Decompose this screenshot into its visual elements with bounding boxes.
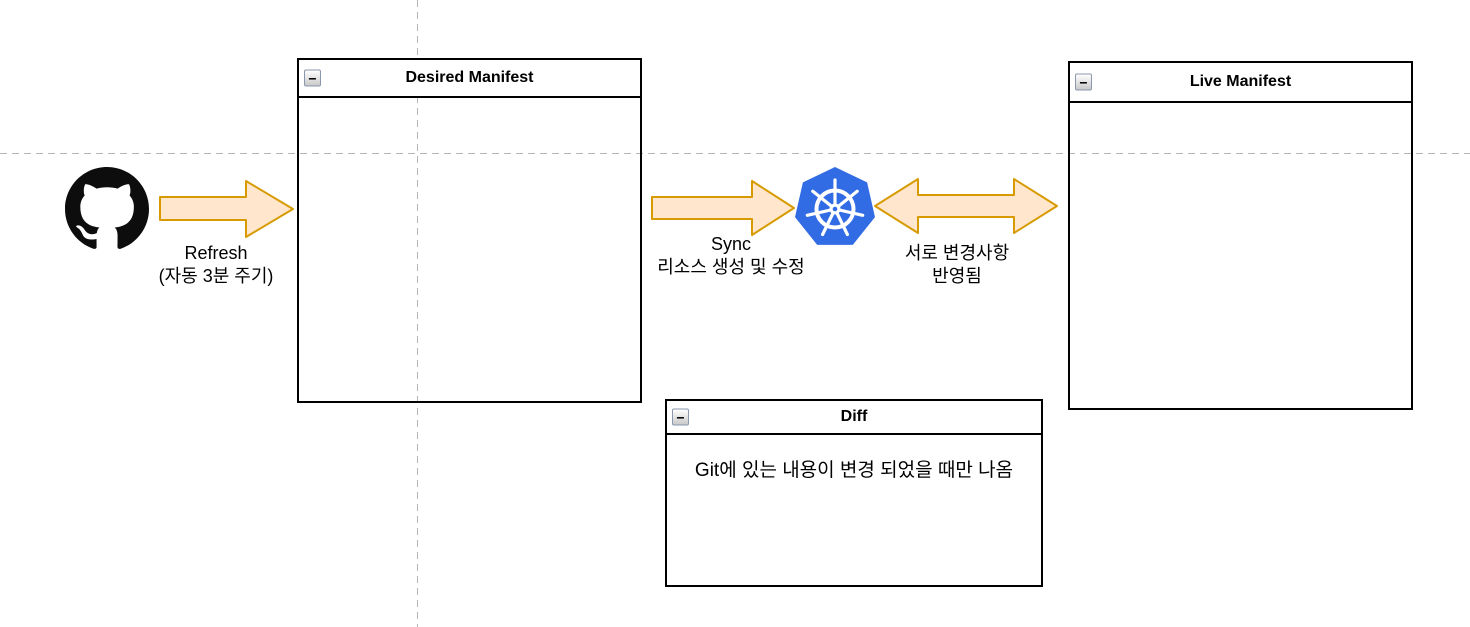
refresh-arrow[interactable] (159, 180, 294, 238)
desired-manifest-header[interactable]: − Desired Manifest (299, 60, 640, 98)
diff-title: Diff (840, 408, 868, 425)
desired-manifest-container[interactable]: − Desired Manifest (297, 58, 642, 403)
diff-note-text: Git에 있는 내용이 변경 되었을 때만 나옴 (694, 460, 1014, 481)
sync-arrow[interactable] (651, 180, 795, 236)
mutual-label-line2: 반영됨 (932, 266, 982, 286)
diff-container[interactable]: − Diff Git에 있는 내용이 변경 되었을 때만 나옴 (665, 399, 1043, 587)
desired-manifest-title: Desired Manifest (405, 69, 534, 86)
live-manifest-title: Live Manifest (1189, 73, 1292, 90)
live-manifest-header[interactable]: − Live Manifest (1070, 63, 1411, 103)
bidirectional-arrow[interactable] (874, 178, 1058, 234)
kubernetes-icon[interactable] (792, 167, 878, 249)
page-guide-horizontal (0, 153, 1470, 154)
live-manifest-container[interactable]: − Live Manifest (1068, 61, 1413, 410)
refresh-label-line2: (자동 3분 주기) (158, 266, 274, 286)
collapse-icon[interactable]: − (304, 69, 321, 87)
collapse-icon[interactable]: − (672, 408, 689, 426)
github-icon[interactable] (65, 167, 149, 251)
sync-label-line2: 리소스 생성 및 수정 (657, 257, 805, 277)
collapse-icon[interactable]: − (1075, 73, 1092, 91)
sync-label-line1: Sync (710, 234, 752, 254)
mutual-label-line1: 서로 변경사항 (904, 243, 1010, 263)
refresh-label-line1: Refresh (184, 243, 248, 263)
page-guide-vertical (417, 0, 418, 627)
sync-arrow-label[interactable]: Sync 리소스 생성 및 수정 (625, 233, 837, 279)
diff-header[interactable]: − Diff (667, 401, 1041, 435)
refresh-arrow-label[interactable]: Refresh (자동 3분 주기) (111, 242, 321, 288)
mutual-sync-arrow-label[interactable]: 서로 변경사항 반영됨 (851, 242, 1063, 288)
